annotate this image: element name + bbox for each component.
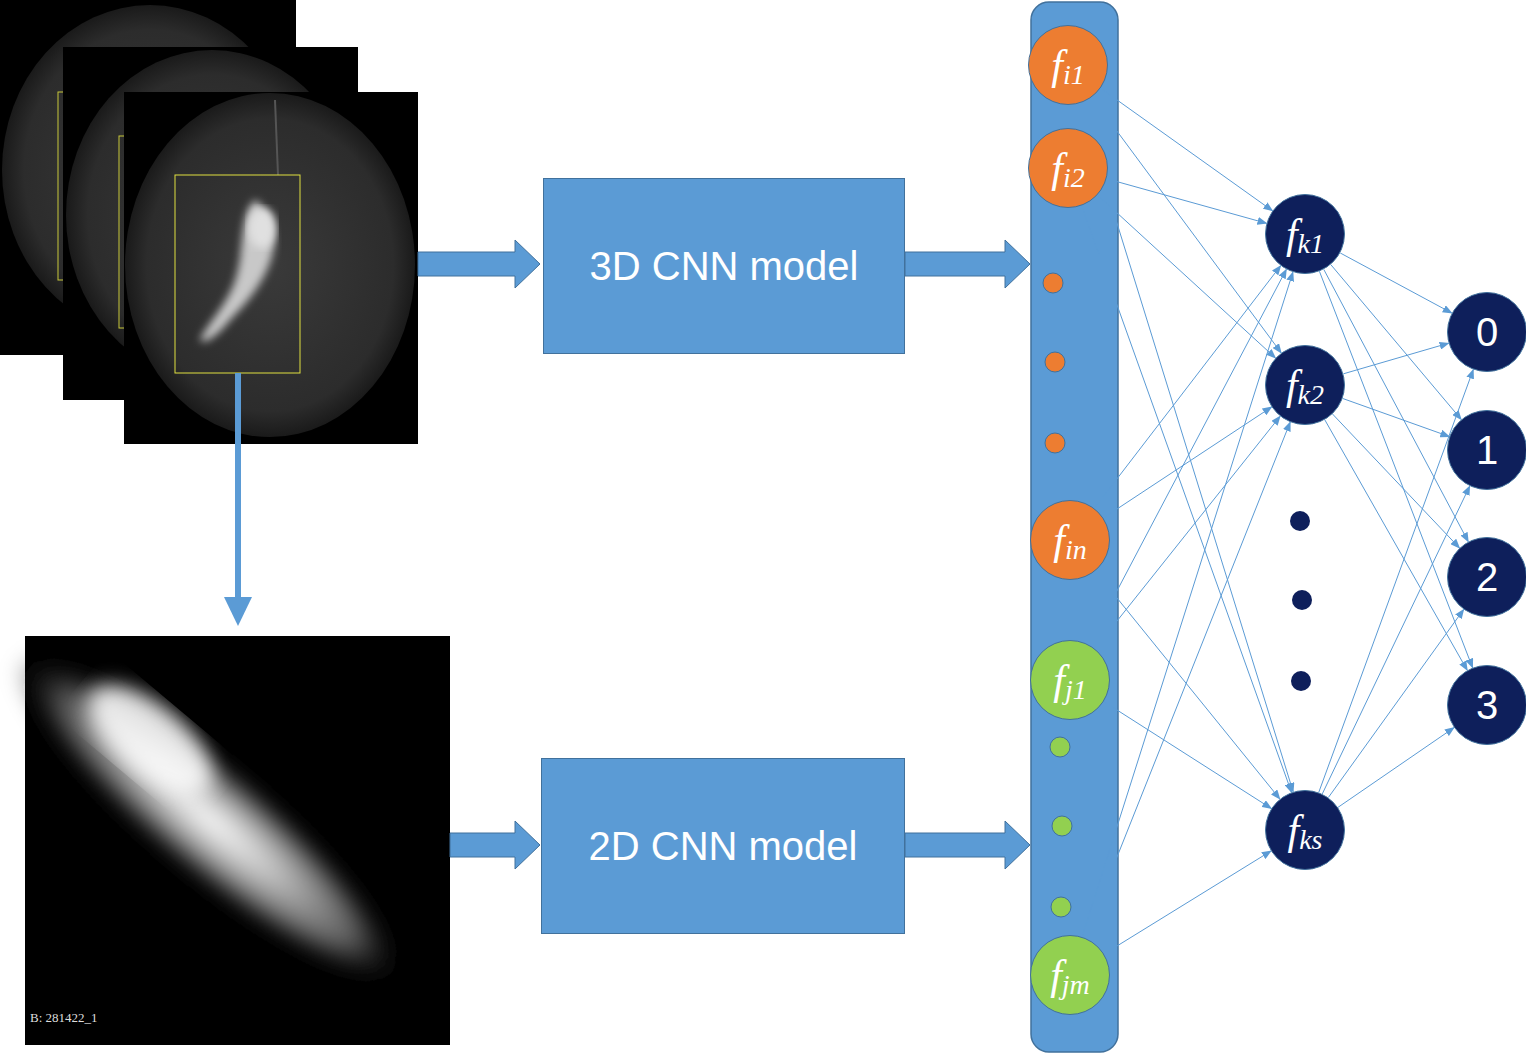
connection-arrow [1104,851,1271,954]
connection-arrow [1101,88,1273,211]
feature-label: f [1286,364,1298,406]
feature-label: k1 [1298,230,1324,258]
feature-label: f [1050,954,1062,996]
feature-node: fin [1030,500,1110,580]
feature-node: fj1 [1030,640,1110,720]
connection-arrow [1338,728,1454,808]
class-label: 3 [1476,685,1498,725]
feature-label: f [1286,213,1298,255]
connection-arrow [1328,609,1463,797]
feature-node: fks [1265,790,1345,870]
output-node: 1 [1447,410,1526,490]
histogram-image [0,617,450,1045]
ct-slice [124,92,418,444]
process-box: 2D CNN model [541,758,905,934]
feature-label: j1 [1065,676,1087,704]
feature-label: f [1288,809,1300,851]
process-box: 3D CNN model [543,178,905,354]
connection-arrow [1094,266,1280,509]
box-label: 3D CNN model [590,244,859,289]
connection-arrow [1343,398,1450,436]
output-node: 3 [1447,665,1526,745]
connection-arrow [1340,253,1452,313]
feature-node: fi2 [1028,128,1108,208]
connection-arrow [1089,269,1287,644]
down-arrow [224,373,252,626]
connection-arrow [1080,103,1293,792]
class-label: 2 [1476,557,1498,597]
connection-arrow [1103,407,1271,518]
box-label: 2D CNN model [589,824,858,869]
class-label: 1 [1476,430,1498,470]
connection-arrow [1098,195,1276,358]
feature-node: fk1 [1265,194,1345,274]
connection-arrow [1322,486,1469,794]
connection-arrow [1333,414,1460,548]
feature-label: f [1051,147,1063,189]
connection-arrow [1082,272,1293,937]
connection-arrow [1107,179,1267,224]
image-caption: B: 281422_1 [30,1010,98,1026]
feature-node: fjm [1030,935,1110,1015]
output-node: 0 [1447,292,1526,372]
connection-arrow [1085,422,1290,938]
feature-node: fk2 [1265,345,1345,425]
connection-arrow [1343,343,1448,374]
feature-node: fi1 [1028,25,1108,105]
feature-label: i2 [1063,164,1085,192]
connection-arrow [1325,420,1467,670]
feature-label: f [1051,44,1063,86]
feature-label: i1 [1063,61,1085,89]
connection-arrow [1095,416,1280,648]
feature-label: k2 [1298,381,1324,409]
connection-arrow [1104,702,1272,809]
feature-label: in [1065,536,1087,564]
feature-label: f [1053,659,1065,701]
connection-arrow [1324,269,1469,541]
feature-label: ks [1299,826,1322,854]
class-label: 0 [1476,312,1498,352]
feature-label: jm [1062,971,1090,999]
output-node: 2 [1447,537,1526,617]
feature-label: f [1053,519,1065,561]
connection-arrow [1331,265,1461,420]
